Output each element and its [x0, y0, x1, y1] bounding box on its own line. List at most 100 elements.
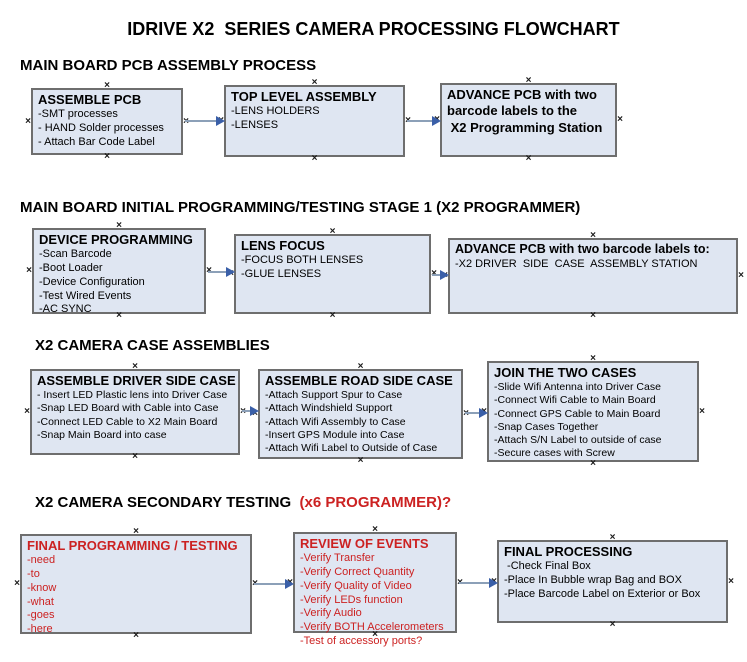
connection-point-icon: [23, 408, 31, 416]
node-item: -Insert GPS Module into Case: [265, 428, 405, 441]
node-item: -Slide Wifi Antenna into Driver Case: [494, 381, 661, 394]
node-advance-pcb-programming-station[interactable]: ADVANCE PCB with two barcode labels to t…: [440, 83, 617, 157]
node-item: -LENS HOLDERS: [231, 105, 320, 118]
connection-point-icon: [103, 82, 111, 90]
node-item: -here: [27, 623, 53, 635]
connector-arrow: [407, 116, 441, 126]
connection-point-icon: [589, 460, 597, 468]
node-item: -GLUE LENSES: [241, 268, 322, 280]
connection-point-icon: [131, 453, 139, 461]
node-item: -Verify Correct Quantity: [300, 566, 415, 578]
node-assemble-pcb[interactable]: ASSEMBLE PCB -SMT processes - HAND Solde…: [31, 88, 183, 155]
connection-point-icon: [589, 312, 597, 320]
node-title: ASSEMBLE DRIVER SIDE CASE: [37, 373, 236, 388]
connector-arrow: [242, 406, 259, 416]
connector-arrow: [459, 578, 498, 588]
connection-point-icon: [609, 621, 617, 629]
connection-point-icon: [329, 312, 337, 320]
node-top-level-assembly[interactable]: TOP LEVEL ASSEMBLY -LENS HOLDERS -LENSES: [224, 85, 405, 157]
node-item: -Attach Support Spur to Case: [265, 389, 403, 402]
node-item: -goes: [27, 609, 55, 622]
section-heading-pcb-assembly: MAIN BOARD PCB ASSEMBLY PROCESS: [20, 57, 317, 74]
node-item: -SMT processes: [38, 108, 118, 121]
node-item: -Connect Wifi Cable to Main Board: [494, 394, 656, 407]
node-item: -Connect GPS Cable to Main Board: [494, 407, 661, 420]
node-item: -Place Barcode Label on Exterior or Box: [504, 587, 701, 600]
node-assemble-driver-side-case[interactable]: ASSEMBLE DRIVER SIDE CASE - Insert LED P…: [30, 369, 240, 455]
node-item: -FOCUS BOTH LENSES: [241, 254, 364, 267]
node-assemble-road-side-case[interactable]: ASSEMBLE ROAD SIDE CASE -Attach Support …: [258, 369, 463, 459]
node-item: -LENSES: [231, 119, 279, 131]
section-heading-secondary-testing-black: X2 CAMERA SECONDARY TESTING: [35, 494, 300, 511]
connection-point-icon: [525, 77, 533, 85]
node-title: REVIEW OF EVENTS: [300, 536, 429, 551]
node-join-the-two-cases[interactable]: JOIN THE TWO CASES -Slide Wifi Antenna i…: [487, 361, 699, 462]
node-title: ASSEMBLE ROAD SIDE CASE: [265, 373, 453, 388]
connection-point-icon: [131, 363, 139, 371]
connection-point-icon: [329, 228, 337, 236]
node-item: -Check Final Box: [504, 560, 591, 573]
node-item: - Attach Bar Code Label: [38, 135, 155, 148]
node-item: -AC SYNC: [39, 303, 92, 316]
node-title: JOIN THE TWO CASES: [494, 365, 637, 380]
connection-point-icon: [616, 116, 624, 124]
connection-point-icon: [24, 118, 32, 126]
connector-arrow: [185, 116, 225, 126]
connection-point-icon: [609, 534, 617, 542]
node-item: -Attach S/N Label to outside of case: [494, 433, 662, 446]
node-item: -Verify Audio: [300, 607, 362, 620]
connection-point-icon: [357, 363, 365, 371]
node-item: -Attach Windshield Support: [265, 402, 393, 415]
node-title-line: X2 Programming Station: [447, 119, 603, 135]
node-title-line: barcode labels to the: [447, 103, 578, 119]
node-review-of-events[interactable]: REVIEW OF EVENTS -Verify Transfer -Verif…: [293, 532, 457, 647]
node-title: FINAL PROCESSING: [504, 544, 633, 559]
node-item: -need: [27, 554, 56, 567]
node-item: -Snap Main Board into case: [37, 428, 167, 441]
node-item: -to: [27, 568, 40, 580]
connector-arrow: [208, 267, 235, 277]
node-final-programming-testing[interactable]: FINAL PROGRAMMING / TESTING -need -to -k…: [20, 534, 252, 635]
node-item: -Verify Transfer: [300, 552, 375, 565]
node-item: -know: [27, 581, 57, 594]
connection-point-icon: [589, 232, 597, 240]
node-device-programming[interactable]: DEVICE PROGRAMMING -Scan Barcode -Boot L…: [32, 228, 206, 316]
connection-point-icon: [311, 155, 319, 163]
page-title: IDRIVE X2 SERIES CAMERA PROCESSING FLOWC…: [127, 19, 620, 39]
node-item: -Secure cases with Screw: [494, 446, 615, 459]
node-item: -Verify LEDs function: [300, 593, 403, 606]
section-heading-case-assemblies: X2 CAMERA CASE ASSEMBLIES: [35, 337, 270, 354]
node-item: -Attach Wifi Label to Outside of Case: [265, 441, 438, 454]
node-item: -Snap LED Board with Cable into Case: [37, 402, 219, 415]
node-item: -Snap Cases Together: [494, 420, 599, 433]
node-title: TOP LEVEL ASSEMBLY: [231, 89, 377, 104]
node-lens-focus[interactable]: LENS FOCUS -FOCUS BOTH LENSES -GLUE LENS…: [234, 234, 431, 314]
connection-point-icon: [13, 580, 21, 588]
node-title: DEVICE PROGRAMMING: [39, 232, 193, 247]
node-item: -X2 DRIVER SIDE CASE ASSEMBLY STATION: [455, 257, 698, 270]
connection-point-icon: [25, 267, 33, 275]
connection-point-icon: [737, 272, 745, 280]
node-item-overflow: -Test of accessory ports?: [300, 634, 423, 647]
node-advance-pcb-driver-side[interactable]: ADVANCE PCB with two barcode labels to: …: [448, 238, 738, 314]
section-heading-initial-programming: MAIN BOARD INITIAL PROGRAMMING/TESTING S…: [20, 199, 581, 216]
node-item: -Verify Quality of Video: [300, 579, 412, 592]
connector-arrow: [254, 579, 294, 589]
node-title-line: ADVANCE PCB with two: [447, 87, 597, 102]
node-item: -Attach Wifi Assembly to Case: [265, 415, 406, 428]
node-item: -Test Wired Events: [39, 289, 132, 302]
node-item: -Boot Loader: [39, 262, 103, 274]
section-heading-secondary-testing: X2 CAMERA SECONDARY TESTING (x6 PROGRAMM…: [35, 494, 451, 511]
node-final-processing[interactable]: FINAL PROCESSING -Check Final Box -Place…: [497, 540, 728, 623]
node-title: FINAL PROGRAMMING / TESTING: [27, 538, 238, 553]
connection-point-icon: [132, 528, 140, 536]
connection-point-icon: [525, 155, 533, 163]
section-heading-secondary-testing-red: (x6 PROGRAMMER)?: [299, 494, 452, 511]
node-item: -Connect LED Cable to X2 Main Board: [37, 415, 218, 428]
connection-point-icon: [371, 526, 379, 534]
node-item: -Scan Barcode: [39, 248, 112, 261]
connection-point-icon: [103, 153, 111, 161]
node-item: -Place In Bubble wrap Bag and BOX: [504, 574, 682, 586]
node-title: LENS FOCUS: [241, 238, 325, 253]
connection-point-icon: [311, 79, 319, 87]
